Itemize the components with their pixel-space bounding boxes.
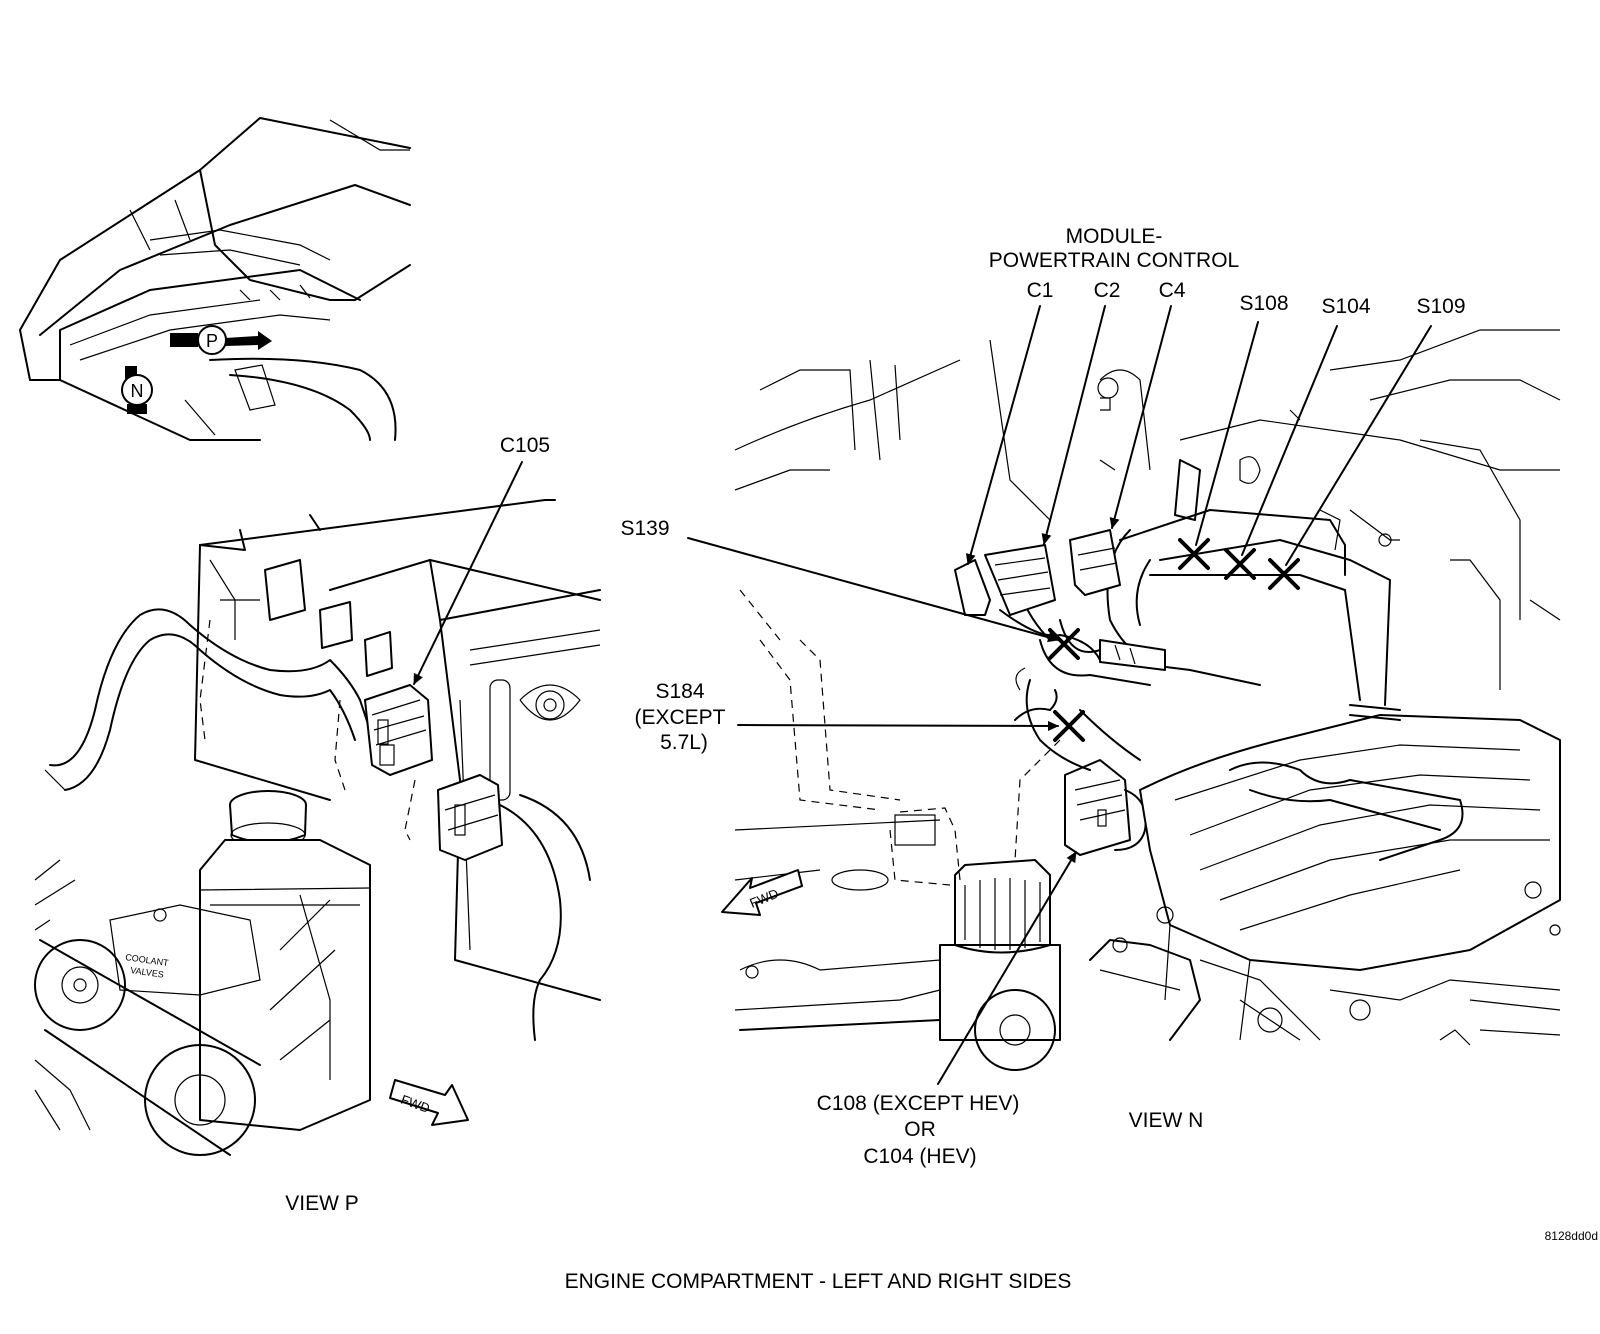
c4-leader [1109,305,1172,529]
view-p-fwd-arrow: FWD [389,1079,469,1126]
view-n-illustration: FWD [721,329,1561,1071]
lower-accessories [974,906,1561,1071]
view-p-letter: P [206,331,218,351]
s104-leader [1241,325,1338,556]
s108-label: S108 [1239,292,1288,315]
figure-id: 8128dd0d [1545,1229,1598,1243]
c1-leader [965,305,1041,565]
view-n-indicator: N [121,366,153,414]
vehicle-locator-illustration: P N [19,117,411,441]
view-n-caption: VIEW N [1129,1109,1204,1132]
s139-leader [687,537,1059,643]
c108-connector [1064,759,1147,856]
c4-label: C4 [1159,279,1186,302]
page-title: ENGINE COMPARTMENT - LEFT AND RIGHT SIDE… [565,1270,1072,1293]
reservoir [199,790,371,1131]
s184-note-line1: (EXCEPT [634,706,725,729]
s108-mark [1178,538,1210,570]
coolant-cap [939,859,1061,1041]
engine-cover [1139,704,1561,1041]
c2-label: C2 [1094,279,1121,302]
s184-label: S184 [655,680,704,703]
c108-label-line2: OR [904,1118,936,1141]
labels: C105 MODULE- POWERTRAIN CONTROL C1 C2 C4… [285,225,1598,1293]
c108-label-line3: C104 (HEV) [863,1145,976,1168]
s184-leader [737,720,1059,731]
pcm-connectors [954,529,1121,661]
s139-label: S139 [620,517,669,540]
view-p-caption: VIEW P [285,1192,359,1215]
c105-connector [364,684,433,776]
svg-text:VALVES: VALVES [130,965,165,980]
callout-leaders [413,305,1432,1085]
s104-mark [1224,548,1256,580]
view-p-indicator: P [170,325,272,355]
s109-mark [1268,558,1300,590]
s184-mark [1053,710,1085,742]
module-label-line2: POWERTRAIN CONTROL [989,249,1239,272]
lower-connector [437,774,503,861]
view-n-letter: N [131,381,144,401]
module-label-line1: MODULE- [1066,225,1163,248]
c105-leader [413,461,523,685]
c108-leader [937,851,1077,1085]
engine-pulleys: COOLANT VALVES [34,859,336,1156]
s184-note-line2: 5.7L) [660,731,708,754]
c2-leader [1041,305,1106,545]
c1-label: C1 [1027,279,1054,302]
view-p-illustration: COOLANT VALVES FWD [34,499,601,1156]
c105-label: C105 [500,434,550,457]
s109-leader [1285,325,1432,566]
s104-label: S104 [1321,295,1370,318]
s109-label: S109 [1416,295,1465,318]
s108-leader [1195,321,1259,546]
c108-label-line1: C108 (EXCEPT HEV) [817,1092,1020,1115]
